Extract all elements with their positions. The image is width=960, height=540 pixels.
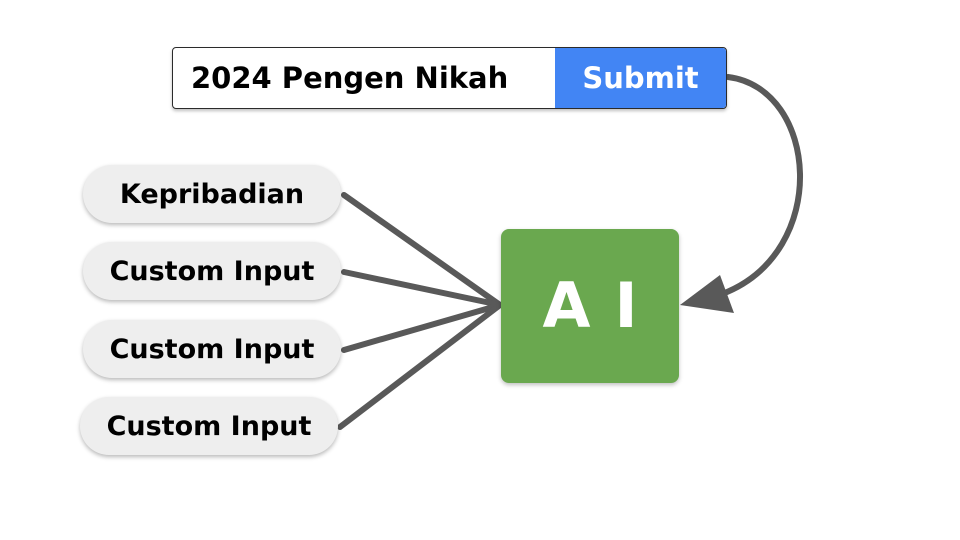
search-input[interactable]: 2024 Pengen Nikah [191,61,509,95]
connector-custom-input-2 [341,302,503,353]
submit-button[interactable]: Submit [555,48,726,108]
search-bar: 2024 Pengen Nikah Submit [172,47,727,109]
input-pill-custom-2[interactable]: Custom Input [83,320,341,378]
connector-custom-input-1 [341,269,503,308]
connector-kepribadian [341,192,503,308]
ai-label: AI [542,269,662,342]
input-pill-custom-1[interactable]: Custom Input [83,242,341,300]
input-pill-custom-3[interactable]: Custom Input [80,397,338,455]
submit-to-ai-curve [719,74,803,297]
arrowhead-icon [680,275,734,313]
input-pill-kepribadian[interactable]: Kepribadian [83,165,341,223]
connector-custom-input-3 [337,302,503,430]
ai-node: AI [501,229,679,383]
